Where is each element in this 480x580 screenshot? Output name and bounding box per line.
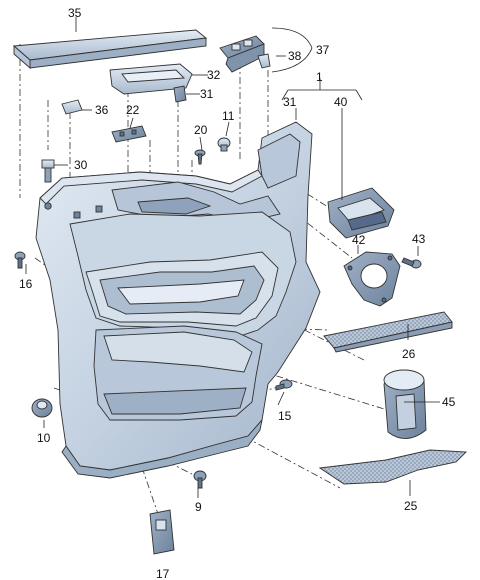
callout-22: 22 (126, 103, 140, 117)
callout-43: 43 (412, 232, 426, 246)
part-32-handle-cover (109, 63, 193, 95)
part-45-insert (383, 369, 427, 439)
part-17-clip (149, 509, 175, 555)
callout-11: 11 (222, 109, 235, 123)
callout-25: 25 (404, 499, 418, 513)
callout-15: 15 (278, 409, 292, 423)
callout-17: 17 (156, 567, 170, 580)
callout-16: 16 (19, 277, 33, 291)
callout-36: 36 (95, 103, 109, 117)
part-30-pin (41, 159, 55, 183)
callout-30: 30 (74, 158, 88, 172)
callout-38: 38 (288, 49, 302, 63)
part-38-clip (257, 53, 271, 69)
part-22-bracket (111, 125, 147, 143)
leader-lines (25, 17, 440, 498)
part-37-window-switch (219, 35, 265, 73)
part-40-switch-holder (327, 187, 395, 239)
callout-20: 20 (194, 123, 208, 137)
callout-10: 10 (37, 431, 51, 445)
callout-40: 40 (334, 95, 348, 109)
part-25-mat (318, 449, 468, 485)
callout-31-assembly: 31 (283, 95, 297, 109)
callout-31-clip: 31 (200, 87, 214, 101)
callout-1: 1 (316, 70, 323, 84)
part-15-screw (275, 379, 293, 391)
part-43-screw (401, 257, 422, 269)
part-16-screw (14, 251, 26, 269)
callout-42: 42 (352, 233, 366, 247)
callout-labels: 35 37 38 32 1 31 31 40 36 22 11 20 30 42… (19, 6, 456, 580)
part-20-screw (194, 149, 206, 165)
part-11-plug (217, 137, 231, 152)
part-31-clip (173, 85, 187, 103)
part-35-trim-strip (12, 29, 208, 69)
part-26-moulding-strip (323, 311, 453, 353)
part-10-clip (31, 398, 53, 418)
callout-35: 35 (68, 6, 82, 20)
part-1-door-trim-panel (35, 121, 321, 479)
part-9-screw (193, 470, 207, 489)
part-42-bracket (343, 251, 401, 307)
callout-32: 32 (207, 68, 221, 82)
callout-26: 26 (402, 347, 416, 361)
part-36-clip (61, 99, 83, 115)
callout-45: 45 (442, 395, 456, 409)
callout-37: 37 (316, 43, 330, 57)
callout-9: 9 (195, 500, 202, 514)
